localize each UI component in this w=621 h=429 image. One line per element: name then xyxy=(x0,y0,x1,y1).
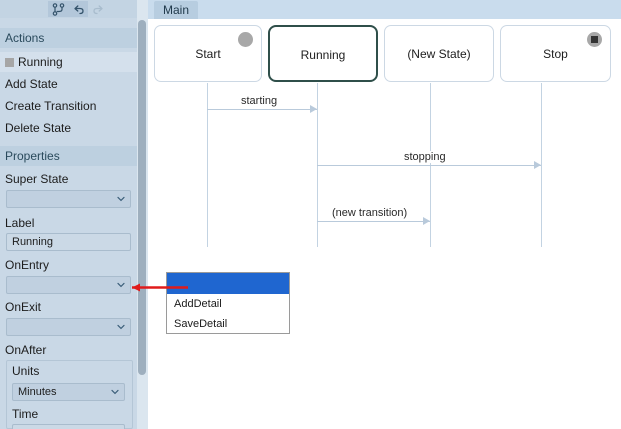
chevron-down-icon xyxy=(111,389,119,395)
start-badge-icon xyxy=(238,32,253,47)
transition-label-stopping: stopping xyxy=(401,151,449,163)
state-label: Stop xyxy=(543,47,568,61)
state-box-new-state[interactable]: (New State) xyxy=(384,25,494,82)
lifeline-stop xyxy=(541,83,542,247)
onentry-select[interactable] xyxy=(6,276,131,294)
transition-line-stopping[interactable] xyxy=(317,165,541,166)
onentry-options-menu[interactable]: AddDetail SaveDetail xyxy=(166,272,290,334)
onexit-select[interactable] xyxy=(6,318,131,336)
units-value: Minutes xyxy=(18,386,57,398)
transition-line-starting[interactable] xyxy=(207,109,317,110)
action-item-create-transition[interactable]: Create Transition xyxy=(5,99,97,113)
transition-label-starting: starting xyxy=(238,95,281,107)
transition-label-new: (new transition) xyxy=(329,207,411,219)
label-field-label: Label xyxy=(5,216,35,230)
state-label: (New State) xyxy=(407,47,471,61)
transition-line-new[interactable] xyxy=(317,221,430,222)
onafter-label: OnAfter xyxy=(5,343,47,357)
undo-icon[interactable] xyxy=(68,1,88,17)
branch-icon-glyph xyxy=(52,2,64,16)
main-canvas: Main Start Running (New State) Stop xyxy=(148,0,621,429)
state-label: Running xyxy=(300,48,346,62)
menu-item-selected[interactable] xyxy=(167,273,289,294)
onexit-label: OnExit xyxy=(5,300,42,314)
state-box-running[interactable]: Running xyxy=(268,25,378,82)
transition-arrowhead-stopping xyxy=(534,161,541,169)
tab-bar: Main xyxy=(148,0,621,19)
state-box-start[interactable]: Start xyxy=(154,25,262,82)
action-item-delete-state[interactable]: Delete State xyxy=(5,121,72,135)
stop-badge-icon xyxy=(587,32,602,47)
branch-icon[interactable] xyxy=(48,1,68,17)
units-select[interactable]: Minutes xyxy=(12,383,125,401)
properties-section-header: Properties xyxy=(0,146,137,166)
time-input[interactable] xyxy=(12,424,125,429)
transition-arrowhead-new xyxy=(423,217,430,225)
toolbar xyxy=(0,0,137,18)
actions-section-header: Actions xyxy=(0,28,137,48)
state-label: Start xyxy=(195,47,221,61)
tab-main[interactable]: Main xyxy=(154,1,199,19)
left-panel: Actions Running Add State Create Transit… xyxy=(0,0,137,429)
state-sequence-diagram: Start Running (New State) Stop xyxy=(148,19,621,429)
label-input[interactable]: Running xyxy=(6,233,131,251)
stop-square-glyph xyxy=(591,36,598,43)
super-state-label: Super State xyxy=(5,172,69,186)
chevron-down-icon xyxy=(117,324,125,330)
time-label: Time xyxy=(12,407,39,421)
redo-icon-glyph xyxy=(92,4,103,14)
action-item-add-state[interactable]: Add State xyxy=(5,77,58,91)
menu-item-save-detail[interactable]: SaveDetail xyxy=(174,318,228,330)
annotation-arrow-icon xyxy=(132,283,188,292)
chevron-down-icon xyxy=(117,282,125,288)
redo-icon xyxy=(88,1,108,17)
onentry-label: OnEntry xyxy=(5,258,50,272)
action-item-label: Running xyxy=(18,55,63,69)
menu-item-add-detail[interactable]: AddDetail xyxy=(174,298,222,310)
state-color-swatch xyxy=(5,58,14,67)
action-item-running[interactable]: Running xyxy=(0,52,137,72)
super-state-select[interactable] xyxy=(6,190,131,208)
sidebar-scrollbar-thumb[interactable] xyxy=(138,20,146,375)
units-label: Units xyxy=(12,364,40,378)
chevron-down-icon xyxy=(117,196,125,202)
state-box-stop[interactable]: Stop xyxy=(500,25,611,82)
lifeline-start xyxy=(207,83,208,247)
transition-arrowhead-starting xyxy=(310,105,317,113)
undo-icon-glyph xyxy=(73,4,84,14)
